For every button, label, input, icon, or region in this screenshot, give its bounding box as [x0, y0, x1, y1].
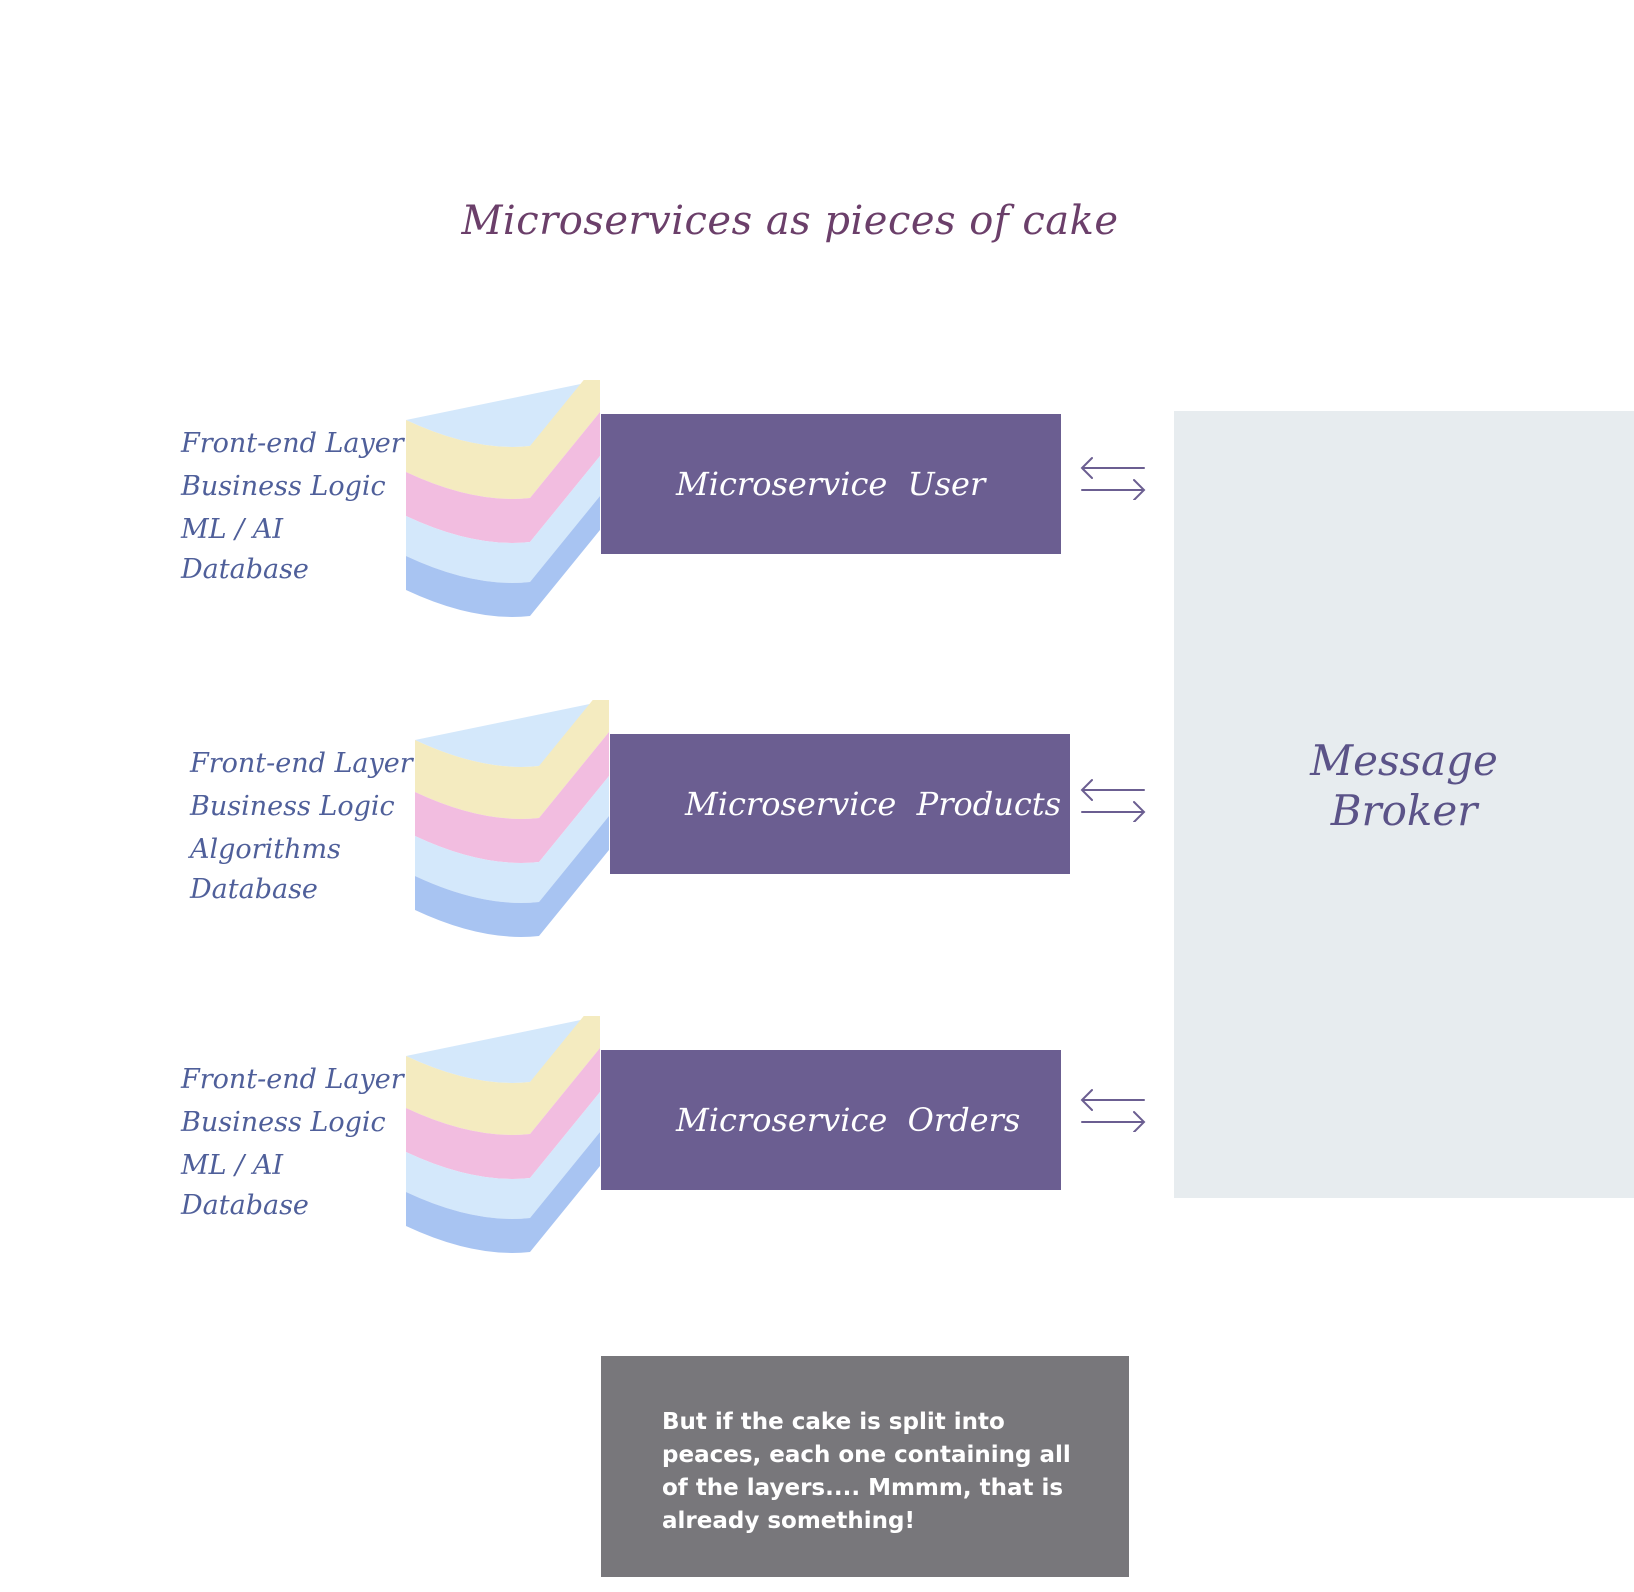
layer-label: Front-end Layer — [190, 748, 413, 779]
broker-line-2: Broker — [1330, 786, 1478, 835]
layer-label: Database — [181, 1190, 309, 1221]
note-box: But if the cake is split into peaces, ea… — [601, 1356, 1129, 1577]
microservice-orders-box[interactable]: Microservice Orders — [601, 1050, 1061, 1190]
layer-label: Business Logic — [181, 471, 386, 502]
layer-list-products: Front-end Layer Business Logic Algorithm… — [190, 744, 413, 910]
layer-list-orders: Front-end Layer Business Logic ML / AI D… — [181, 1060, 404, 1226]
layer-label: Algorithms — [190, 834, 341, 865]
bidirectional-arrows-icon — [1080, 457, 1146, 500]
broker-line-1: Message — [1310, 736, 1498, 785]
cake-slice-icon — [406, 1016, 600, 1253]
layer-list-user: Front-end Layer Business Logic ML / AI D… — [181, 424, 404, 590]
microservice-products-box[interactable]: Microservice Products — [610, 734, 1070, 874]
layer-label: ML / AI — [181, 514, 284, 545]
layer-label: ML / AI — [181, 1150, 284, 1181]
cake-slice-icon — [415, 700, 609, 937]
layer-label: Database — [181, 554, 309, 585]
cake-slice-icon — [406, 380, 600, 617]
layer-label: Business Logic — [181, 1107, 386, 1138]
message-broker-label: Message Broker — [1174, 736, 1634, 836]
layer-label: Front-end Layer — [181, 428, 404, 459]
note-text: But if the cake is split into peaces, ea… — [662, 1409, 1071, 1534]
layer-label: Database — [190, 874, 318, 905]
layer-label: Business Logic — [190, 791, 395, 822]
message-broker-panel[interactable]: Message Broker — [1174, 411, 1634, 1198]
layer-label: Front-end Layer — [181, 1064, 404, 1095]
bidirectional-arrows-icon — [1080, 1089, 1146, 1132]
diagram-title: Microservices as pieces of cake — [461, 198, 1119, 244]
bidirectional-arrows-icon — [1080, 779, 1146, 822]
microservice-user-box[interactable]: Microservice User — [601, 414, 1061, 554]
